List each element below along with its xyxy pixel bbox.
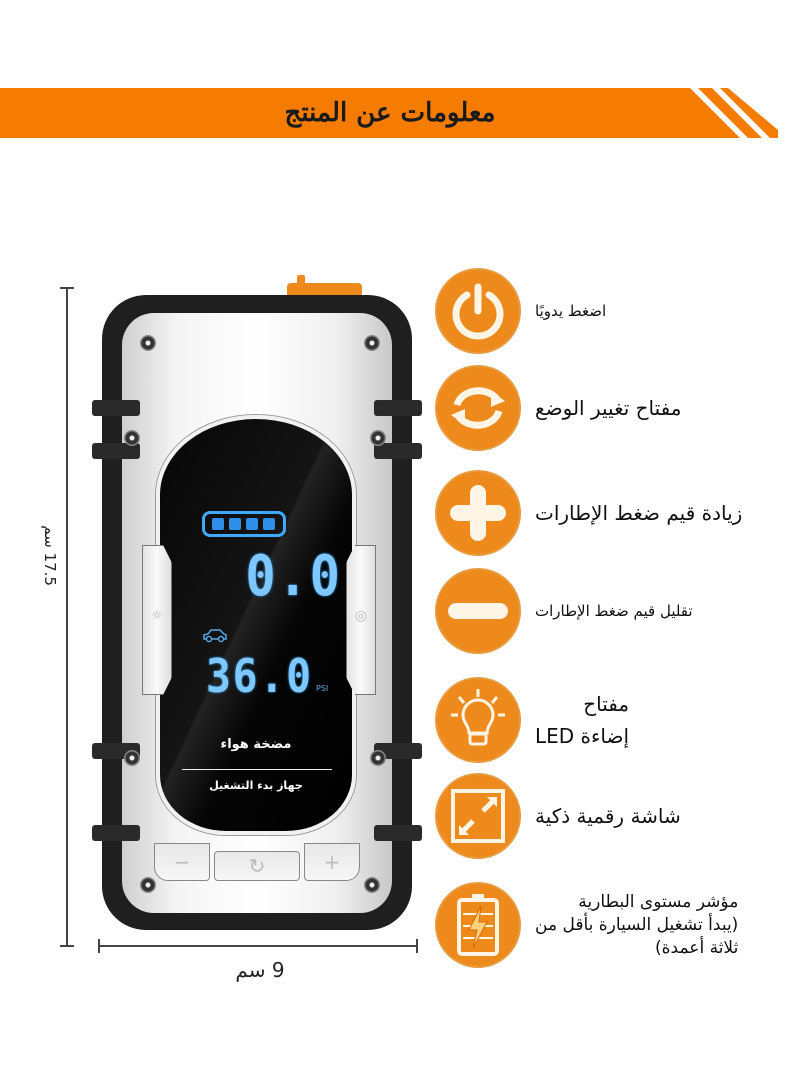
feature-label-line-2: (يبدأ تشغيل السيارة بأقل من — [535, 914, 739, 935]
feature-led-light: مفتاح إضاءة LED — [435, 677, 795, 763]
feature-label: تقليل قيم ضغط الإطارات — [535, 602, 693, 620]
feature-label-line-1: مؤشر مستوى البطارية — [578, 891, 739, 912]
light-icon: ☼ — [150, 608, 164, 624]
strap-right-4 — [374, 825, 422, 841]
feature-label: اضغط يدويًا — [535, 302, 607, 320]
screen-divider — [182, 769, 332, 770]
strap-right-1 — [374, 400, 422, 416]
power-button[interactable]: ◎ — [346, 545, 376, 695]
power-icon — [435, 268, 521, 354]
battery-level-indicator — [202, 511, 286, 537]
lightbulb-icon — [435, 677, 521, 763]
plus-icon — [435, 470, 521, 556]
header-banner: معلومات عن المنتج — [0, 88, 778, 138]
battery-cell — [246, 518, 258, 530]
battery-cell — [212, 518, 224, 530]
led-light-button[interactable]: ☼ — [142, 545, 172, 695]
feature-smart-display: شاشة رقمية ذكية — [435, 773, 795, 859]
screen-title: مضخة هواء — [220, 737, 292, 752]
lcd-screen: 0.0 36.0 PSI مضخة هواء جهاز بدء التشغيل — [156, 415, 356, 835]
feature-manual-press: اضغط يدويًا — [435, 268, 795, 354]
page-title: معلومات عن المنتج — [284, 98, 496, 128]
feature-label-line-2: إضاءة LED — [535, 724, 630, 748]
feature-label: مؤشر مستوى البطارية (يبدأ تشغيل السيارة … — [535, 891, 738, 960]
battery-icon — [435, 882, 521, 968]
feature-label: شاشة رقمية ذكية — [535, 804, 681, 828]
feature-label: مفتاح تغيير الوضع — [535, 396, 682, 420]
strap-left-2 — [92, 443, 140, 459]
screen-subtitle: جهاز بدء التشغيل — [209, 779, 303, 792]
banner-shape — [0, 88, 778, 138]
width-dimension-line — [98, 939, 418, 953]
feature-mode-switch: مفتاح تغيير الوضع — [435, 365, 795, 451]
feature-decrease-pressure: تقليل قيم ضغط الإطارات — [435, 568, 795, 654]
air-pump-device: 0.0 36.0 PSI مضخة هواء جهاز بدء التشغيل … — [92, 275, 422, 930]
strap-right-2 — [374, 443, 422, 459]
screw — [364, 877, 380, 893]
battery-cell — [263, 518, 275, 530]
height-dimension-line — [60, 287, 74, 947]
strap-left-1 — [92, 400, 140, 416]
strap-right-3 — [374, 743, 422, 759]
orange-top-cap — [287, 275, 362, 297]
height-dimension-label: 17.5 سم — [41, 525, 59, 586]
feature-label: زيادة قيم ضغط الإطارات — [535, 501, 743, 525]
refresh-icon — [435, 365, 521, 451]
width-dimension-label: 9 سم — [235, 958, 285, 982]
screw — [140, 877, 156, 893]
screw — [364, 335, 380, 351]
screw — [140, 335, 156, 351]
expand-icon — [435, 773, 521, 859]
target-pressure-reading: 36.0 — [205, 649, 313, 703]
screw — [124, 430, 140, 446]
feature-label-line-1: مفتاح — [583, 692, 630, 716]
screw — [124, 750, 140, 766]
pressure-unit: PSI — [316, 684, 329, 693]
screw — [370, 430, 386, 446]
minus-button[interactable]: − — [154, 843, 210, 881]
current-pressure-reading: 0.0 — [245, 544, 342, 609]
strap-left-4 — [92, 825, 140, 841]
car-icon — [203, 629, 227, 643]
feature-label: مفتاح إضاءة LED — [535, 688, 629, 752]
minus-icon — [435, 568, 521, 654]
mode-button[interactable]: ↻ — [214, 851, 300, 881]
screw — [370, 750, 386, 766]
feature-increase-pressure: زيادة قيم ضغط الإطارات — [435, 470, 795, 556]
power-glyph-icon: ◎ — [354, 608, 368, 624]
plus-button[interactable]: + — [304, 843, 360, 881]
feature-label-line-3: ثلاثة أعمدة) — [655, 937, 739, 958]
feature-battery-indicator: مؤشر مستوى البطارية (يبدأ تشغيل السيارة … — [435, 882, 795, 968]
battery-cell — [229, 518, 241, 530]
